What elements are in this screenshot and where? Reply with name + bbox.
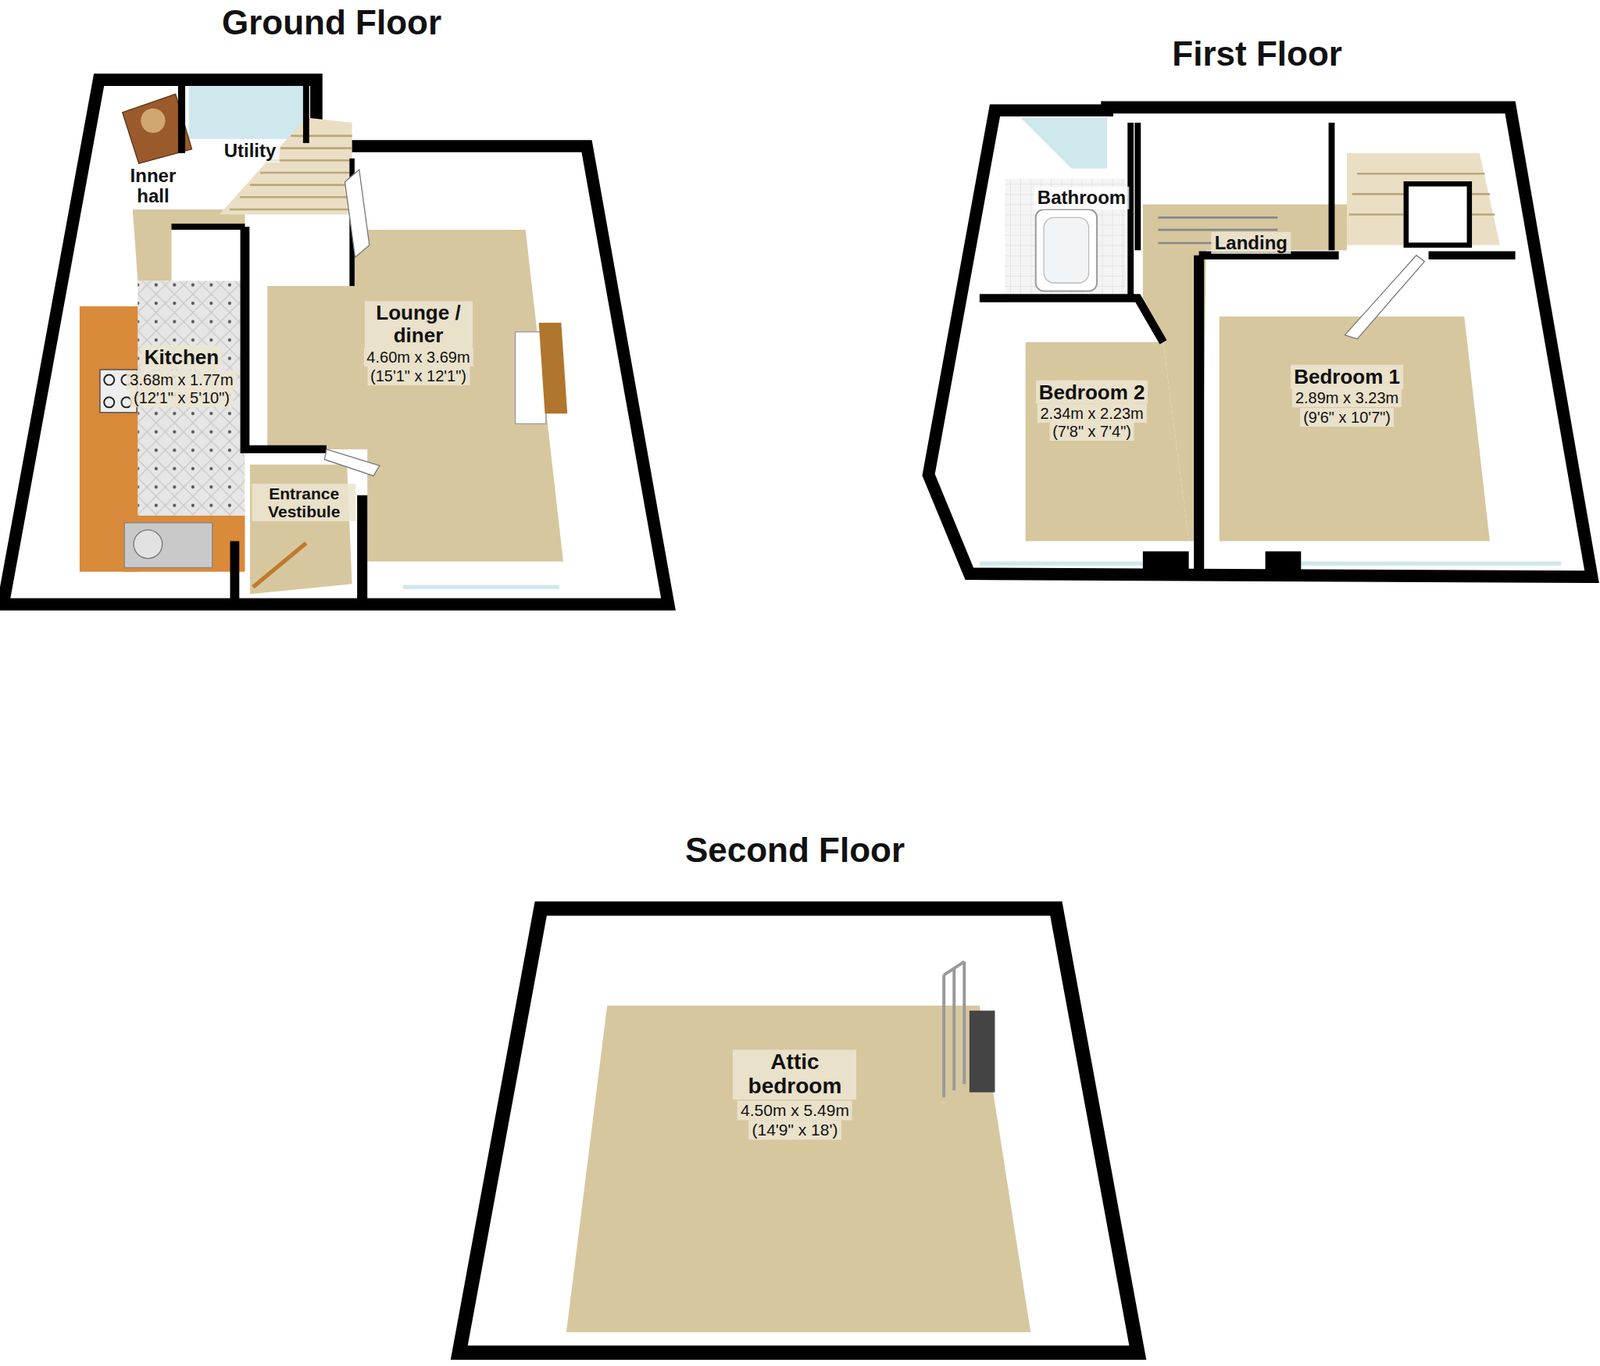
room-dimension: (15'1" x 12'1") [367, 366, 470, 386]
room-name: Utility [221, 139, 280, 162]
room-name: Bedroom 1 [1290, 364, 1404, 390]
room-name: Landing [1211, 232, 1291, 254]
room-name: Bathroom [1034, 186, 1129, 209]
floor-title: Second Floor [685, 831, 905, 869]
room-name: Attic bedroom [732, 1050, 857, 1100]
room-name: Lounge / diner [364, 301, 473, 348]
floor-title: First Floor [1171, 35, 1343, 73]
room-dimension: 4.60m x 3.69m [363, 347, 473, 367]
ground-floor-plan [3, 79, 669, 604]
room-name: Kitchen [141, 345, 222, 370]
room-dimension: (14'9" x 18') [748, 1119, 841, 1140]
first-floor-plan [928, 107, 1593, 577]
room-dimension: 2.34m x 2.23m [1036, 403, 1147, 423]
room-dimension: 3.68m x 1.77m [126, 370, 236, 390]
room-name: Entrance Vestibule [252, 483, 357, 522]
second-floor-plan [459, 908, 1139, 1353]
room-dimension: (7'8" x 7'4") [1049, 421, 1135, 441]
room-name: Bedroom 2 [1035, 379, 1149, 404]
room-name: Inner hall [118, 164, 188, 208]
room-dimension: 4.50m x 5.49m [737, 1100, 853, 1121]
room-dimension: 2.89m x 3.23m [1292, 388, 1402, 408]
room-dimension: (9'6" x 10'7") [1300, 407, 1394, 427]
room-dimension: (12'1" x 5'10") [130, 388, 233, 408]
floor-title: Ground Floor [221, 3, 442, 42]
